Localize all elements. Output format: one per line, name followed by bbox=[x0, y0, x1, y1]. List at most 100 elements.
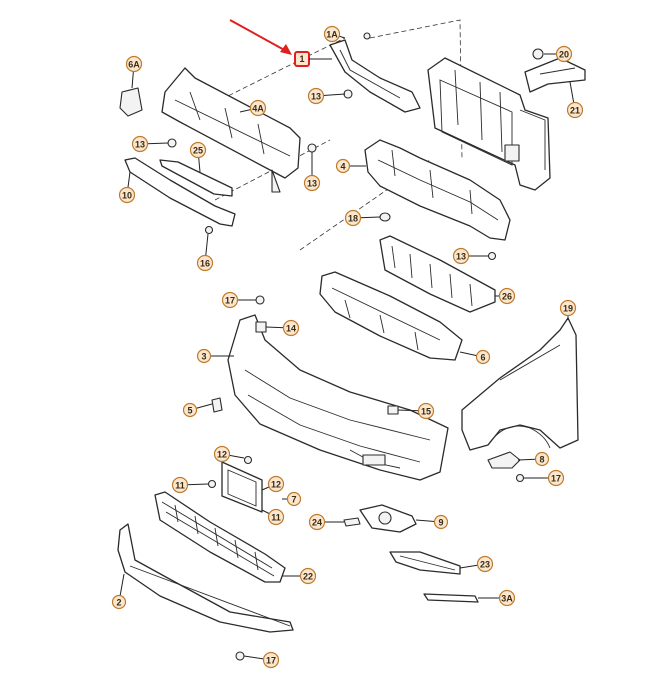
spoiler-2 bbox=[117, 523, 294, 633]
callout-17b[interactable]: 17 bbox=[547, 469, 565, 487]
callout-12a[interactable]: 12 bbox=[213, 445, 231, 463]
callout-5[interactable]: 5 bbox=[182, 402, 198, 418]
callout-label: 7 bbox=[291, 495, 296, 505]
callout-11a[interactable]: 11 bbox=[171, 476, 189, 494]
callout-circle bbox=[433, 514, 449, 530]
callout-13c[interactable]: 13 bbox=[303, 174, 321, 192]
highlight-marker[interactable]: 1 bbox=[294, 51, 332, 67]
callout-circle bbox=[303, 174, 321, 192]
callout-10[interactable]: 10 bbox=[118, 186, 136, 204]
callout-circle bbox=[171, 476, 189, 494]
callout-17c[interactable]: 17 bbox=[262, 651, 280, 669]
callout-label: 11 bbox=[175, 481, 185, 491]
callout-13b[interactable]: 13 bbox=[131, 135, 149, 153]
callout-circle bbox=[182, 402, 198, 418]
callout-label: 12 bbox=[271, 480, 281, 490]
callout-label: 11 bbox=[271, 513, 281, 523]
callout-4[interactable]: 4 bbox=[335, 158, 351, 174]
callout-label: 24 bbox=[312, 518, 322, 528]
trim-strip-3A bbox=[423, 593, 479, 603]
callout-circle bbox=[249, 99, 267, 117]
callout-circle bbox=[267, 475, 285, 493]
callout-circle bbox=[118, 186, 136, 204]
callout-18[interactable]: 18 bbox=[344, 209, 362, 227]
callout-17a[interactable]: 17 bbox=[221, 291, 239, 309]
callout-label: 17 bbox=[225, 296, 235, 306]
callout-label: 9 bbox=[438, 518, 443, 528]
callout-circle bbox=[213, 445, 231, 463]
grille-insert-23 bbox=[389, 551, 461, 575]
grille-22 bbox=[154, 491, 286, 583]
callout-12b[interactable]: 12 bbox=[267, 475, 285, 493]
callout-9[interactable]: 9 bbox=[433, 514, 449, 530]
callout-label: 4A bbox=[252, 104, 264, 114]
callout-circle bbox=[547, 469, 565, 487]
callout-label: 17 bbox=[266, 656, 276, 666]
callout-circle bbox=[189, 141, 207, 159]
callout-2[interactable]: 2 bbox=[111, 594, 127, 610]
trim-strip-10 bbox=[124, 157, 236, 227]
callout-19[interactable]: 19 bbox=[559, 299, 577, 317]
bumper-reinforcement-4A bbox=[161, 67, 301, 193]
callout-26[interactable]: 26 bbox=[498, 287, 516, 305]
callout-circle bbox=[286, 491, 302, 507]
callout-circle bbox=[196, 254, 214, 272]
callout-20[interactable]: 20 bbox=[555, 45, 573, 63]
callout-21[interactable]: 21 bbox=[566, 101, 584, 119]
callout-circle bbox=[559, 299, 577, 317]
callout-6a[interactable]: 6A bbox=[125, 55, 143, 73]
callout-25[interactable]: 25 bbox=[189, 141, 207, 159]
callout-circle bbox=[282, 319, 300, 337]
callout-circle bbox=[307, 87, 325, 105]
callout-circle bbox=[475, 349, 491, 365]
callout-label: 5 bbox=[187, 406, 192, 416]
callout-11b[interactable]: 11 bbox=[267, 508, 285, 526]
callout-label: 3A bbox=[501, 594, 513, 604]
callout-3[interactable]: 3 bbox=[196, 348, 212, 364]
callout-16[interactable]: 16 bbox=[196, 254, 214, 272]
callout-label: 4 bbox=[340, 162, 345, 172]
callout-circle bbox=[417, 402, 435, 420]
callout-label: 13 bbox=[135, 140, 145, 150]
callout-label: 13 bbox=[311, 92, 321, 102]
callout-4a[interactable]: 4A bbox=[249, 99, 267, 117]
callout-23[interactable]: 23 bbox=[476, 555, 494, 573]
callout-circle bbox=[111, 594, 127, 610]
callout-label: 21 bbox=[570, 106, 580, 116]
callout-label: 22 bbox=[303, 572, 313, 582]
energy-absorber-6 bbox=[319, 271, 463, 361]
callout-6[interactable]: 6 bbox=[475, 349, 491, 365]
callout-circle bbox=[335, 158, 351, 174]
callout-circle bbox=[555, 45, 573, 63]
callout-circle bbox=[566, 101, 584, 119]
bracket-part-1 bbox=[329, 32, 421, 113]
callout-22[interactable]: 22 bbox=[299, 567, 317, 585]
bracket-part-21 bbox=[524, 48, 586, 93]
callout-14[interactable]: 14 bbox=[282, 319, 300, 337]
callout-label: 12 bbox=[217, 450, 227, 460]
callout-circle bbox=[476, 555, 494, 573]
fog-bracket-9 bbox=[359, 504, 417, 533]
callout-circle bbox=[131, 135, 149, 153]
callout-15[interactable]: 15 bbox=[417, 402, 435, 420]
callout-label: 1A bbox=[326, 30, 338, 40]
cap-part-6A bbox=[119, 87, 143, 117]
callout-24[interactable]: 24 bbox=[308, 513, 326, 531]
callout-label: 8 bbox=[539, 455, 544, 465]
callout-13a[interactable]: 13 bbox=[307, 87, 325, 105]
callout-circle bbox=[323, 25, 341, 43]
callout-1a[interactable]: 1A bbox=[323, 25, 341, 43]
bracket-part-8 bbox=[487, 451, 521, 469]
callout-7[interactable]: 7 bbox=[286, 491, 302, 507]
callout-circle bbox=[262, 651, 280, 669]
callout-label: 19 bbox=[563, 304, 573, 314]
callout-label: 13 bbox=[307, 179, 317, 189]
callout-circle bbox=[221, 291, 239, 309]
callout-8[interactable]: 8 bbox=[534, 451, 550, 467]
callout-3a[interactable]: 3A bbox=[498, 589, 516, 607]
callout-circle bbox=[498, 589, 516, 607]
bumper-cover-3 bbox=[227, 314, 449, 481]
callout-13d[interactable]: 13 bbox=[452, 247, 470, 265]
